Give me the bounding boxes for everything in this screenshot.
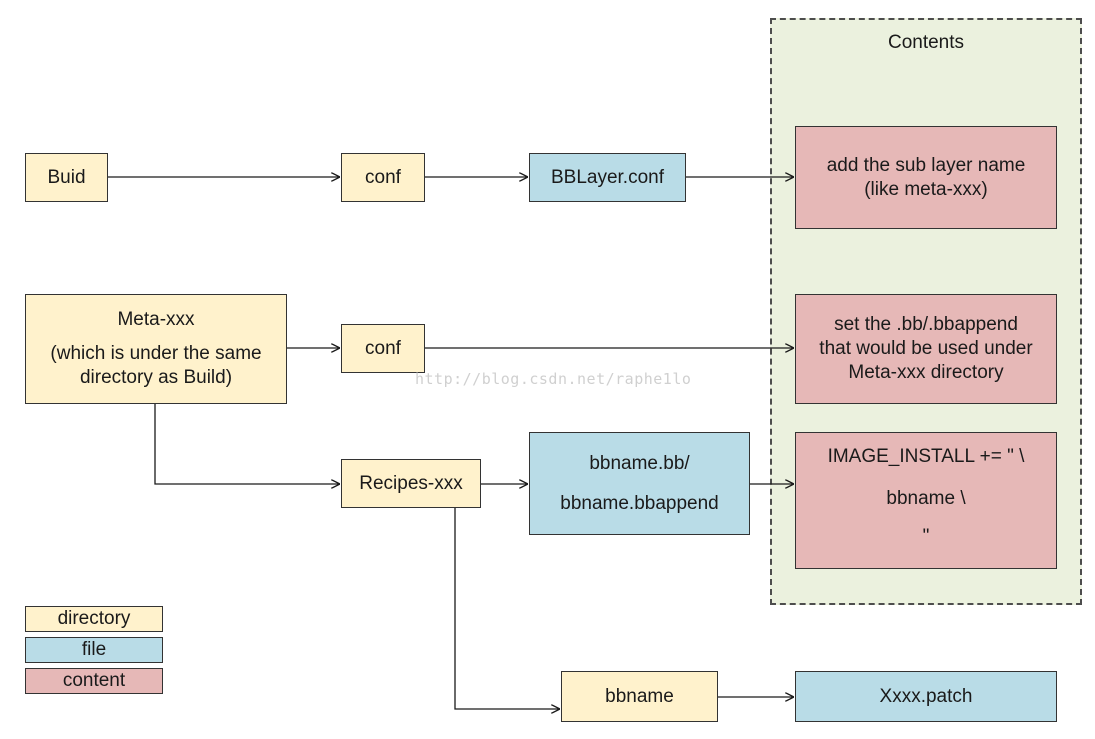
content-set-bb-line3: Meta-xxx directory (848, 362, 1004, 383)
watermark-text: http://blog.csdn.net/raphe1lo (415, 370, 692, 388)
node-bbname-dir-label: bbname (605, 685, 674, 707)
node-bblayer-conf: BBLayer.conf (529, 153, 686, 202)
node-bbname-dir: bbname (561, 671, 718, 722)
node-conf-top-label: conf (365, 166, 401, 188)
node-conf-top: conf (341, 153, 425, 202)
node-bbname-files-line2: bbname.bbappend (560, 492, 719, 514)
edge-recipes-to-bbname (454, 507, 560, 709)
node-conf-meta: conf (341, 324, 425, 373)
content-add-layer: add the sub layer name (like meta-xxx) (795, 126, 1057, 229)
node-bbname-files: bbname.bb/ bbname.bbappend (529, 432, 750, 535)
content-set-bb: set the .bb/.bbappend that would be used… (795, 294, 1057, 404)
node-xxxx-patch-label: Xxxx.patch (879, 685, 973, 707)
node-meta-xxx-line3: directory as Build) (79, 367, 233, 388)
content-add-layer-line2: (like meta-xxx) (864, 178, 988, 200)
node-meta-xxx-line1: Meta-xxx (117, 309, 195, 330)
node-meta-xxx: Meta-xxx (which is under the same direct… (25, 294, 287, 404)
content-image-install: IMAGE_INSTALL += " \ bbname \ " (795, 432, 1057, 569)
content-set-bb-line1: set the .bb/.bbappend (834, 314, 1018, 335)
content-set-bb-line2: that would be used under (819, 338, 1033, 359)
legend-directory: directory (25, 606, 163, 632)
node-xxxx-patch: Xxxx.patch (795, 671, 1057, 722)
node-conf-meta-label: conf (365, 337, 401, 359)
content-add-layer-line1: add the sub layer name (826, 154, 1026, 176)
content-image-install-line3: " (922, 526, 930, 547)
contents-panel-title: Contents (887, 32, 965, 53)
edge-meta-to-recipes (154, 404, 340, 484)
node-bbname-files-line1: bbname.bb/ (589, 452, 690, 474)
legend-content: content (25, 668, 163, 694)
legend-file: file (25, 637, 163, 663)
node-buid: Buid (25, 153, 108, 202)
node-recipes-xxx: Recipes-xxx (341, 459, 481, 508)
node-recipes-xxx-label: Recipes-xxx (359, 472, 463, 494)
content-image-install-line1: IMAGE_INSTALL += " \ (827, 446, 1025, 467)
node-buid-label: Buid (47, 166, 86, 188)
node-bblayer-conf-label: BBLayer.conf (550, 166, 665, 188)
content-image-install-line2: bbname \ (886, 488, 966, 509)
node-meta-xxx-line2: (which is under the same (50, 343, 262, 364)
